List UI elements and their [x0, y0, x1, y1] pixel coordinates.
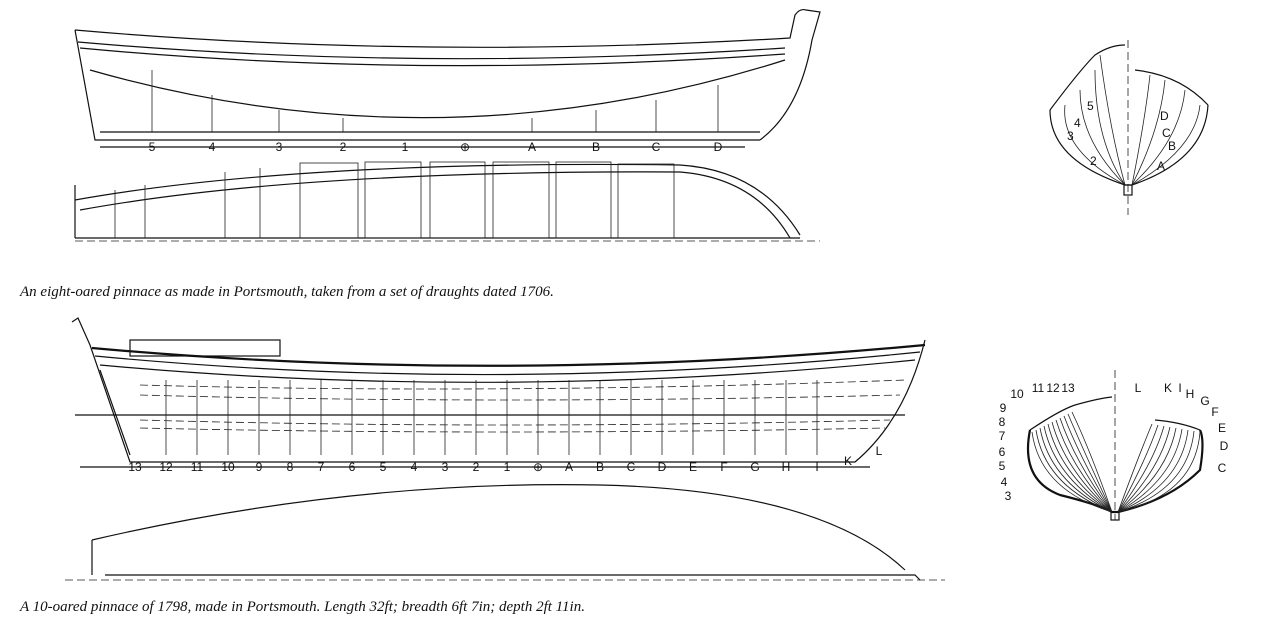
body-label: 6	[999, 445, 1006, 459]
caption-1706: An eight-oared pinnace as made in Portsm…	[20, 284, 554, 300]
station-label: I	[815, 460, 818, 474]
pinnace-1706-body-plan: 5 4 3 2 D C B A	[1049, 40, 1209, 215]
station-label: 5	[149, 140, 156, 154]
station-label: A	[565, 460, 573, 474]
station-label: 13	[128, 460, 142, 474]
station-label: H	[782, 460, 791, 474]
body-label: E	[1218, 421, 1226, 435]
body-label: 8	[999, 415, 1006, 429]
station-label: 4	[209, 140, 216, 154]
station-label: G	[750, 460, 759, 474]
pinnace-1706-plan	[74, 161, 820, 242]
body-label: H	[1186, 387, 1195, 401]
station-label: D	[658, 460, 667, 474]
station-label: 5	[380, 460, 387, 474]
pinnace-1798-plan	[65, 484, 945, 581]
station-label: 4	[411, 460, 418, 474]
station-label: F	[720, 460, 727, 474]
body-label: 7	[999, 429, 1006, 443]
body-label: 9	[1000, 401, 1007, 415]
station-label: 1	[504, 460, 511, 474]
body-label: F	[1211, 405, 1218, 419]
body-label: 3	[1005, 489, 1012, 503]
pinnace-1706-profile: 5 4 3 2 1 ⊕ A B C D	[74, 8, 821, 154]
station-labels-1706: 5 4 3 2 1 ⊕ A B C D	[149, 140, 723, 154]
body-label: 11	[1032, 381, 1045, 395]
body-label: C	[1162, 126, 1171, 140]
body-label: 10	[1010, 387, 1024, 401]
station-label: L	[876, 444, 883, 458]
body-label: D	[1160, 109, 1169, 123]
caption-1798: A 10-oared pinnace of 1798, made in Port…	[20, 599, 585, 615]
station-label: 2	[340, 140, 347, 154]
station-label: 2	[473, 460, 480, 474]
station-label: 9	[256, 460, 263, 474]
station-label: ⊕	[460, 140, 470, 154]
body-label: 4	[1074, 116, 1081, 130]
body-label: 5	[1087, 99, 1094, 113]
station-label: 7	[318, 460, 325, 474]
station-label: A	[528, 140, 536, 154]
body-label: D	[1220, 439, 1229, 453]
body-label: 4	[1001, 475, 1008, 489]
station-label: 11	[191, 460, 204, 474]
station-label: 3	[442, 460, 449, 474]
station-label: B	[592, 140, 600, 154]
station-label: 6	[349, 460, 356, 474]
body-label: 5	[999, 459, 1006, 473]
body-label: K	[1164, 381, 1172, 395]
station-label: 8	[287, 460, 294, 474]
station-label: D	[714, 140, 723, 154]
pinnace-1798-profile: 13 12 11 10 9 8 7 6 5 4 3 2 1 ⊕ A B C D E F G H I K L	[71, 317, 926, 474]
body-label: G	[1200, 394, 1209, 408]
body-label: L	[1135, 381, 1142, 395]
station-labels-1798: 13 12 11 10 9 8 7 6 5 4 3 2 1 ⊕ A B C D E F G H I K L	[128, 444, 882, 474]
station-label: 3	[276, 140, 283, 154]
station-label: 1	[402, 140, 409, 154]
body-label: 12	[1046, 381, 1060, 395]
body-label: C	[1218, 461, 1227, 475]
station-label: K	[844, 454, 852, 468]
body-label: A	[1157, 159, 1165, 173]
station-label: ⊕	[533, 460, 543, 474]
station-label: 12	[159, 460, 173, 474]
station-label: C	[627, 460, 636, 474]
body-label: 2	[1090, 154, 1097, 168]
body-label: 13	[1061, 381, 1075, 395]
body-label: 3	[1067, 129, 1074, 143]
body-label: I	[1178, 381, 1181, 395]
station-label: B	[596, 460, 604, 474]
body-label: B	[1168, 139, 1176, 153]
station-label: C	[652, 140, 661, 154]
station-label: E	[689, 460, 697, 474]
station-label: 10	[221, 460, 235, 474]
